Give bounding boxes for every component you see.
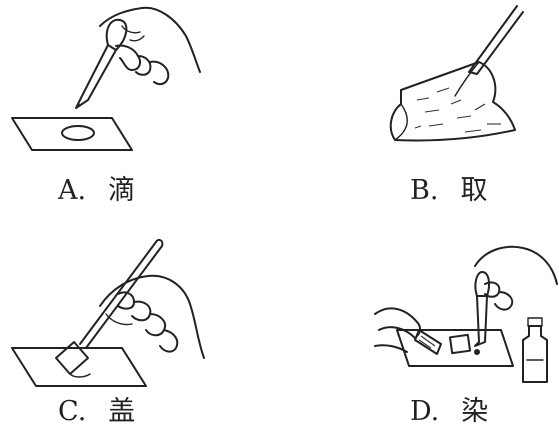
caption-d-letter: D.: [410, 396, 440, 427]
panel-d-drawing: [374, 245, 558, 383]
iodine-bottle: [522, 325, 548, 383]
caption-a: A. 滴: [58, 177, 135, 204]
onion-scale-leaf: [389, 61, 516, 142]
caption-b-letter: B.: [410, 175, 439, 206]
glass-slide: [396, 329, 514, 367]
hand-icon: [99, 274, 205, 359]
caption-a-letter: A.: [58, 175, 87, 206]
caption-d: D. 染: [410, 398, 488, 425]
caption-b-verb: 取: [460, 175, 488, 206]
cover-slip: [55, 341, 89, 375]
dropper-icon: [474, 295, 488, 347]
tweezers-icon: [79, 238, 164, 349]
glass-slide: [11, 117, 133, 151]
leaf-texture: [414, 87, 501, 133]
caption-a-verb: 滴: [108, 175, 136, 206]
panel-a-drawing: [11, 6, 201, 151]
panel-b: B. 取: [279, 0, 559, 218]
caption-d-verb: 染: [461, 396, 489, 427]
hand-icon: [374, 307, 421, 353]
hand-icon: [99, 6, 201, 86]
caption-c-letter: C.: [58, 396, 87, 427]
caption-c-verb: 盖: [108, 396, 136, 427]
caption-b: B. 取: [410, 177, 487, 204]
dropper-icon: [75, 44, 117, 109]
panel-c-drawing: [11, 238, 205, 387]
panel-a: A. 滴: [0, 0, 279, 218]
panel-d: D. 染: [279, 218, 559, 436]
hand-icon: [474, 245, 558, 311]
panel-b-drawing: [389, 5, 524, 142]
water-drop: [61, 125, 95, 141]
panel-c: C. 盖: [0, 218, 279, 436]
caption-c: C. 盖: [58, 398, 135, 425]
cover-slip: [448, 333, 472, 355]
iodine-drop: [474, 349, 480, 355]
